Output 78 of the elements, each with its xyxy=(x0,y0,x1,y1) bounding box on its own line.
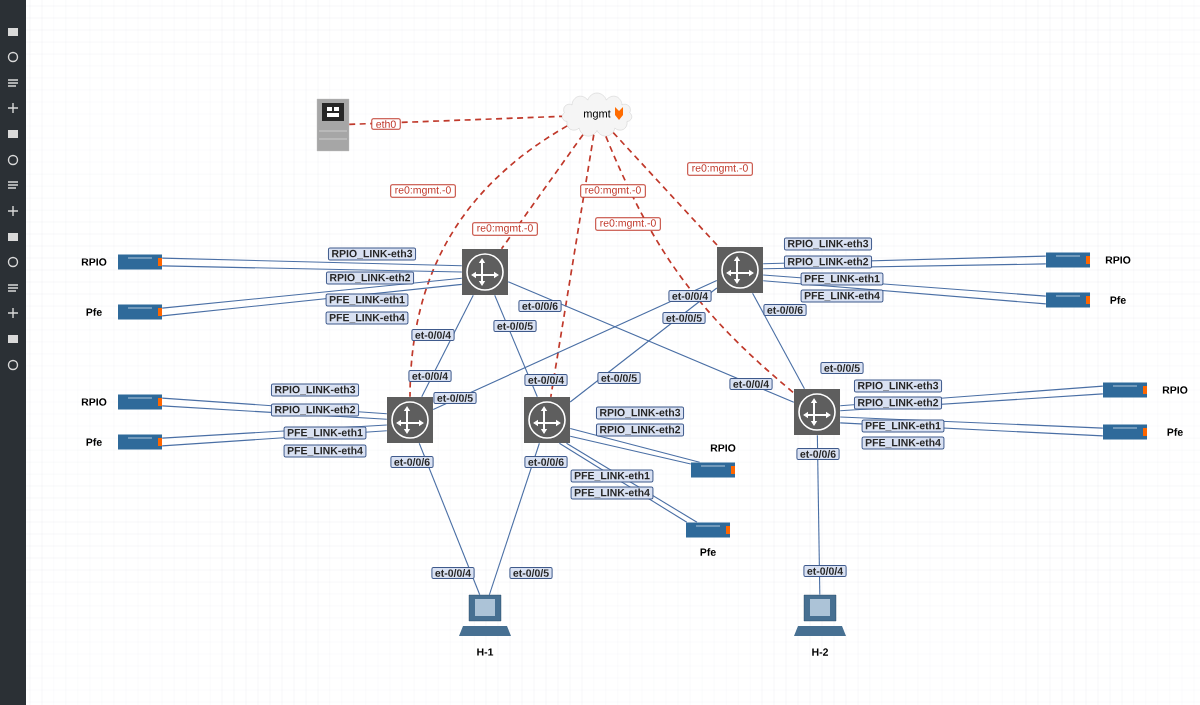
port-label: RPIO_LINK-eth2 xyxy=(783,255,873,269)
port-label: RPIO_LINK-eth3 xyxy=(595,406,685,420)
port-label: et-0/0/4 xyxy=(668,290,712,302)
link-line xyxy=(816,434,821,596)
port-label: PFE_LINK-eth4 xyxy=(570,486,654,500)
router-icon xyxy=(717,247,763,293)
device-label: Pfe xyxy=(86,308,102,316)
link-line xyxy=(161,277,463,309)
link-line xyxy=(488,442,540,596)
port-label: re0:mgmt.-0 xyxy=(580,184,646,198)
link-line xyxy=(409,125,568,398)
port-label: RPIO_LINK-eth2 xyxy=(595,423,685,437)
device-label: H-1 xyxy=(477,648,494,656)
port-label: et-0/0/6 xyxy=(524,456,568,468)
link-line xyxy=(605,135,795,394)
port-label: PFE_LINK-eth4 xyxy=(283,444,367,458)
port-label: RPIO_LINK-eth3 xyxy=(270,383,360,397)
port-label: PFE_LINK-eth1 xyxy=(800,272,884,286)
port-label: et-0/0/5 xyxy=(662,312,706,324)
router-icon xyxy=(524,397,570,443)
link-line xyxy=(569,435,692,465)
port-label: PFE_LINK-eth1 xyxy=(283,426,367,440)
link-line xyxy=(612,131,720,248)
port-label: PFE_LINK-eth1 xyxy=(861,419,945,433)
device-label: Pfe xyxy=(86,438,102,446)
port-label: et-0/0/4 xyxy=(524,374,568,386)
link-line xyxy=(569,427,701,463)
port-label: et-0/0/6 xyxy=(763,304,807,316)
port-label: PFE_LINK-eth4 xyxy=(800,289,884,303)
link-line xyxy=(549,133,595,398)
link-line xyxy=(161,265,463,273)
port-label: et-0/0/6 xyxy=(796,448,840,460)
port-label: et-0/0/5 xyxy=(493,320,537,332)
port-label: et-0/0/4 xyxy=(408,370,452,382)
device-label: RPIO xyxy=(1105,256,1131,264)
port-label: eth0 xyxy=(371,118,401,130)
port-label: re0:mgmt.-0 xyxy=(687,162,753,176)
port-label: PFE_LINK-eth4 xyxy=(861,436,945,450)
link-line xyxy=(752,292,805,390)
port-label: et-0/0/5 xyxy=(433,392,477,404)
port-label: RPIO_LINK-eth3 xyxy=(327,247,417,261)
router-icon xyxy=(794,389,840,435)
port-label: et-0/0/6 xyxy=(390,456,434,468)
device-label: RPIO xyxy=(81,398,107,406)
port-label: re0:mgmt.-0 xyxy=(595,217,661,231)
port-label: PFE_LINK-eth1 xyxy=(570,469,654,483)
device-label: RPIO xyxy=(710,444,736,452)
port-label: et-0/0/4 xyxy=(803,565,847,577)
router-icon xyxy=(462,249,508,295)
network-cloud: mgmt xyxy=(562,92,633,137)
device-label: RPIO xyxy=(81,258,107,266)
port-label: RPIO_LINK-eth2 xyxy=(853,396,943,410)
port-label: PFE_LINK-eth1 xyxy=(325,293,409,307)
port-label: et-0/0/5 xyxy=(509,567,553,579)
port-label: et-0/0/6 xyxy=(518,300,562,312)
port-label: re0:mgmt.-0 xyxy=(390,184,456,198)
router-icon xyxy=(387,397,433,443)
port-label: et-0/0/5 xyxy=(597,372,641,384)
port-label: et-0/0/5 xyxy=(820,362,864,374)
port-label: re0:mgmt.-0 xyxy=(472,222,538,236)
device-label: Pfe xyxy=(1167,428,1183,436)
device-label: Pfe xyxy=(700,548,716,556)
port-label: RPIO_LINK-eth3 xyxy=(783,237,873,251)
link-line xyxy=(507,281,795,403)
link-line xyxy=(500,133,584,250)
server-icon xyxy=(316,98,350,152)
port-label: PFE_LINK-eth4 xyxy=(325,311,409,325)
device-label: H-2 xyxy=(812,648,829,656)
device-label: RPIO xyxy=(1162,386,1188,394)
link-line xyxy=(348,115,563,126)
port-label: et-0/0/4 xyxy=(729,378,773,390)
port-label: RPIO_LINK-eth2 xyxy=(270,403,360,417)
link-line xyxy=(161,257,463,267)
port-label: RPIO_LINK-eth3 xyxy=(853,379,943,393)
device-label: Pfe xyxy=(1110,296,1126,304)
port-label: et-0/0/4 xyxy=(431,567,475,579)
port-label: RPIO_LINK-eth2 xyxy=(325,271,415,285)
port-label: et-0/0/4 xyxy=(411,329,455,341)
